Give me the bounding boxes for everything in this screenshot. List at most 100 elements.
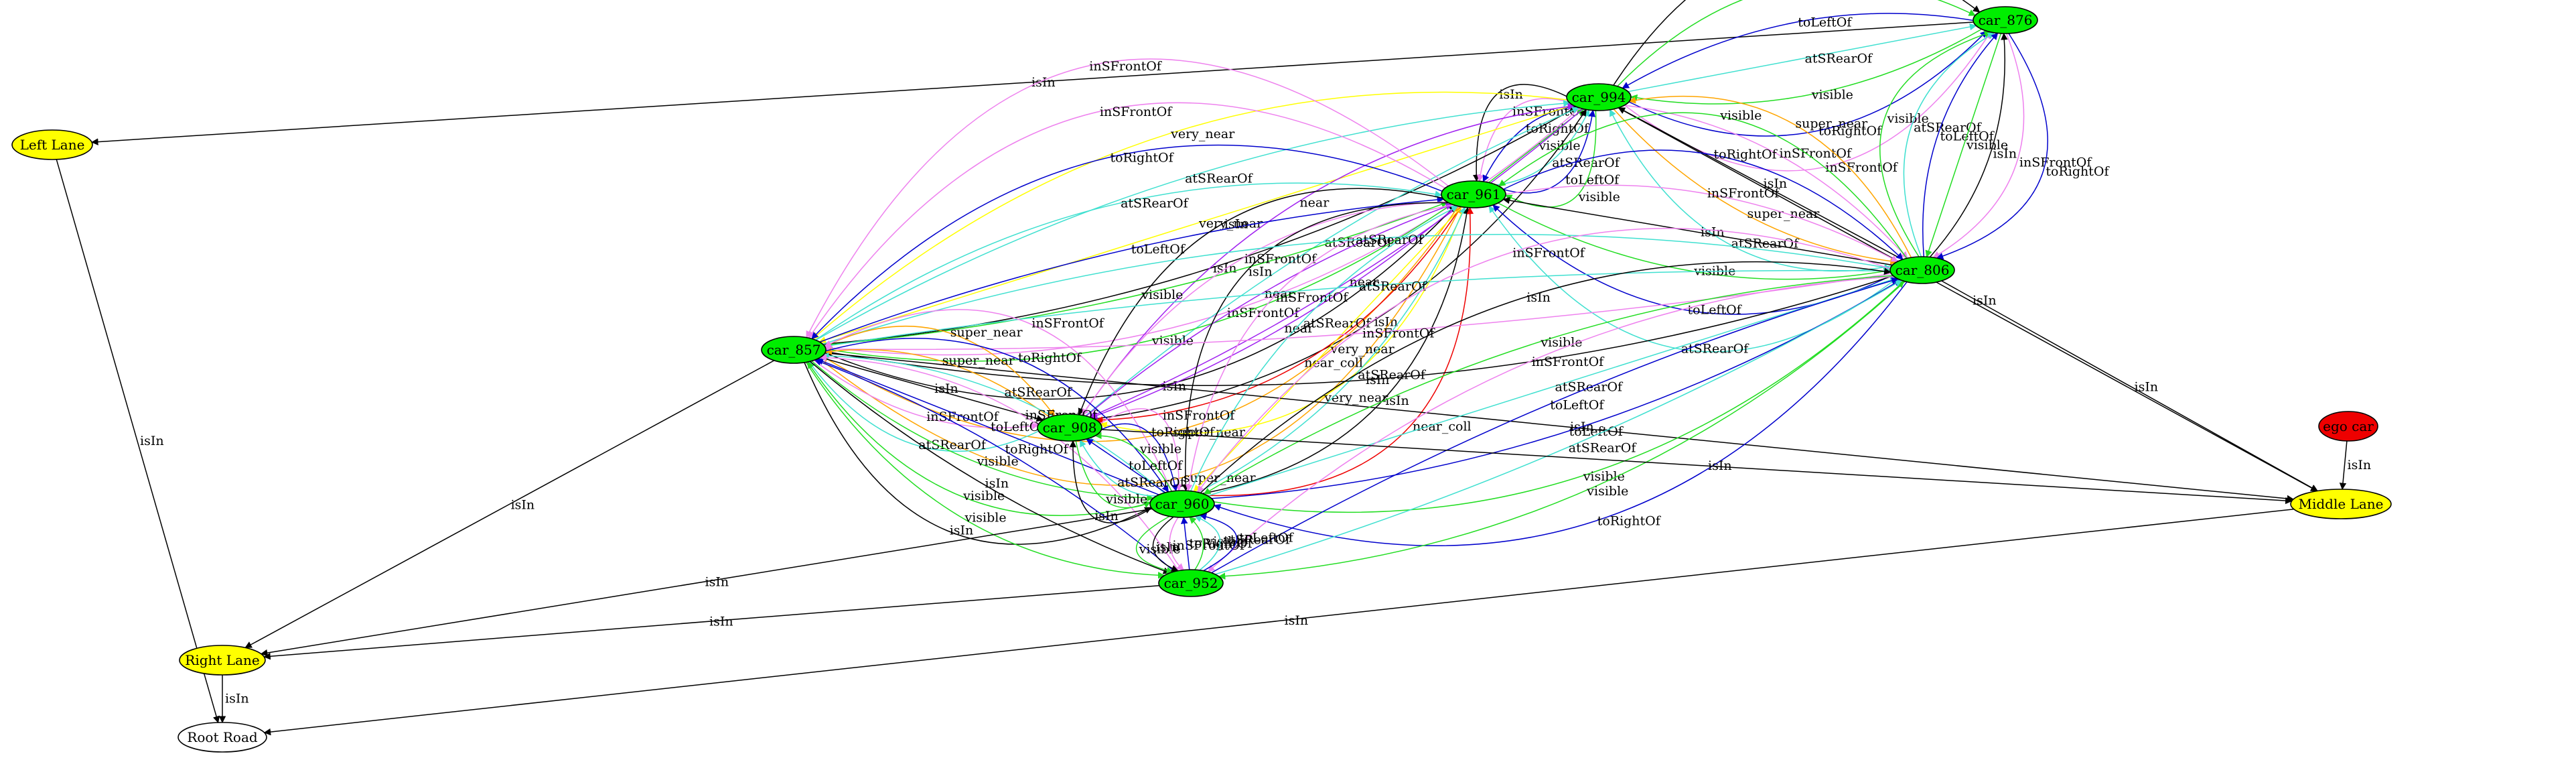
- edge-left_lane-isIn-root_road: [56, 159, 220, 724]
- edge-middle_lane-isIn-root_road: [263, 508, 2294, 736]
- edge-label: toLeftOf: [1569, 424, 1624, 439]
- edge-car_857-super_near-car_961: [818, 206, 1461, 486]
- edge-car_908-visible-car_960: [1075, 440, 1151, 509]
- edge-car_876-visible-car_806: [1925, 33, 2002, 258]
- edge-car_961-near_coll-car_908: [1095, 206, 1461, 424]
- node-label-car_908: car_908: [1043, 420, 1097, 436]
- edge-car_961-inSFrontOf-car_960: [1185, 204, 1453, 492]
- edge-car_960-inSFrontOf-car_857: [824, 309, 1172, 492]
- node-shape-car_806: [1889, 256, 1955, 284]
- edge-car_994-inSFrontOf-car_961: [1476, 98, 1569, 182]
- node-car_994: car_994: [1566, 83, 1632, 111]
- edge-label: isIn: [1285, 613, 1309, 628]
- edge-car_857-isIn-car_952: [809, 361, 1171, 574]
- edge-label: visible: [1105, 492, 1147, 507]
- edge-car_857-toLeftOf-car_961: [819, 196, 1445, 343]
- edge-car_994-isIn-car_961: [1472, 84, 1567, 182]
- edge-car_806-super_near-car_994: [1628, 95, 1912, 258]
- edge-label: visible: [964, 511, 1007, 525]
- edge-car_806-visible-car_961: [1498, 112, 1908, 259]
- edge-car_806-toLeftOf-car_876: [1922, 32, 1999, 257]
- edge-car_952-inSFrontOf-car_857: [819, 354, 1179, 571]
- edge-label: near: [1299, 195, 1330, 210]
- edge-label: toLeftOf: [1688, 302, 1743, 317]
- edge-car_960-toLeftOf-car_908: [1086, 438, 1166, 493]
- node-car_876: car_876: [1973, 6, 2038, 34]
- edge-label: isIn: [1973, 294, 1997, 308]
- node-ego_car: ego car: [2318, 411, 2378, 442]
- edge-label: toLeftOf: [991, 420, 1046, 434]
- edge-label: toLeftOf: [1239, 531, 1294, 546]
- edge-car_994-super_near-car_806: [1613, 109, 1898, 265]
- edge-label: toLeftOf: [1798, 15, 1853, 29]
- edge-label: atSRearOf: [1185, 172, 1254, 186]
- edge-label: visible: [1540, 335, 1582, 350]
- edge-car_952-atSRearOf-car_960: [1194, 515, 1221, 571]
- edge-label: isIn: [1701, 225, 1725, 240]
- edge-label: isIn: [1031, 75, 1056, 90]
- edge-car_806-isIn-car_857: [825, 275, 1893, 386]
- edge-label: inSFrontOf: [1780, 146, 1853, 161]
- edge-label: isIn: [1385, 393, 1409, 408]
- edge-car_960-isIn-car_806: [1200, 261, 1891, 494]
- edge-label: toRightOf: [2046, 164, 2110, 179]
- edge-car_960-visible-car_857: [806, 361, 1151, 516]
- edge-car_961-isIn-car_908: [1078, 188, 1443, 416]
- edge-label: near_coll: [1304, 356, 1363, 371]
- edge-label: super_near: [1747, 206, 1820, 221]
- edge-label: visible: [1586, 484, 1628, 499]
- edge-car_857-super_near-car_908: [824, 325, 1056, 417]
- edge-label: inSFrontOf: [1227, 306, 1300, 320]
- edge-label: visible: [1811, 88, 1853, 103]
- edge-label: isIn: [1366, 373, 1390, 387]
- node-label-car_994: car_994: [1572, 89, 1626, 105]
- node-shape-car_994: [1566, 83, 1632, 111]
- edge-car_960-near_coll-car_961: [1207, 206, 1474, 497]
- edge-label: toRightOf: [1597, 514, 1662, 529]
- edge-car_806-isIn-car_876: [1929, 32, 2008, 258]
- edge-car_952-toLeftOf-car_960: [1199, 513, 1238, 572]
- edge-car_857-atSRearOf-car_806: [825, 267, 1891, 347]
- edge-car_960-visible-car_806: [1214, 280, 1905, 513]
- node-shape-root_road: [177, 722, 267, 753]
- edge-label: very_near: [1198, 216, 1263, 231]
- node-label-car_960: car_960: [1155, 496, 1210, 512]
- edge-label: visible: [1719, 109, 1762, 123]
- edge-label: isIn: [140, 434, 164, 448]
- node-car_952: car_952: [1158, 569, 1224, 597]
- edge-car_960-inSFrontOf-car_952: [1169, 517, 1184, 571]
- edge-label: near: [1284, 321, 1314, 336]
- edge-label: inSFrontOf: [2019, 155, 2092, 170]
- edge-car_994-very_near-car_857: [818, 105, 1573, 344]
- edge-label: toRightOf: [1818, 124, 1883, 139]
- edge-label: very_near: [1323, 390, 1388, 405]
- edge-label: toLeftOf: [1550, 397, 1605, 412]
- edge-layer: isInisInisInisInisIninSFrontOftoRightOfv…: [56, 0, 2371, 736]
- edge-label: very_near: [1330, 342, 1395, 357]
- edge-car_960-visible-car_908: [1094, 432, 1173, 492]
- edge-car_960-isIn-right_lane: [260, 508, 1153, 657]
- edge-label: inSFrontOf: [1031, 316, 1104, 330]
- edge-car_806-visible-car_960: [1203, 275, 1893, 495]
- edge-car_806-inSFrontOf-car_952: [1208, 276, 1895, 572]
- edge-label: isIn: [705, 575, 729, 590]
- edge-label: atSRearOf: [1356, 233, 1425, 247]
- edge-car_952-toRightOf-car_960: [1181, 516, 1190, 570]
- edge-label: visible: [1578, 190, 1620, 204]
- edge-car_960-atSRearOf-car_961: [1190, 205, 1459, 492]
- edge-car_961-atSRearOf-car_994: [1496, 109, 1590, 186]
- edge-car_960-isIn-car_908: [1069, 440, 1152, 523]
- edge-label: isIn: [511, 498, 535, 513]
- edge-label: isIn: [1248, 265, 1273, 279]
- edge-label: atSRearOf: [1569, 441, 1638, 456]
- edge-car_960-isIn-car_952: [1152, 516, 1179, 572]
- edge-label: toLeftOf: [1131, 242, 1186, 257]
- edge-car_952-atSRearOf-car_806: [1215, 279, 1903, 575]
- edge-car_806-visible-car_876: [1879, 30, 1992, 257]
- edge-car_960-atSRearOf-car_857: [822, 352, 1165, 493]
- edge-car_960-atSRearOf-car_806: [1208, 276, 1898, 497]
- edge-label: super_near: [950, 325, 1023, 340]
- edge-car_961-toRightOf-car_806: [1503, 149, 1904, 260]
- node-root_road: Root Road: [177, 722, 267, 753]
- edge-label: inSFrontOf: [1825, 160, 1898, 175]
